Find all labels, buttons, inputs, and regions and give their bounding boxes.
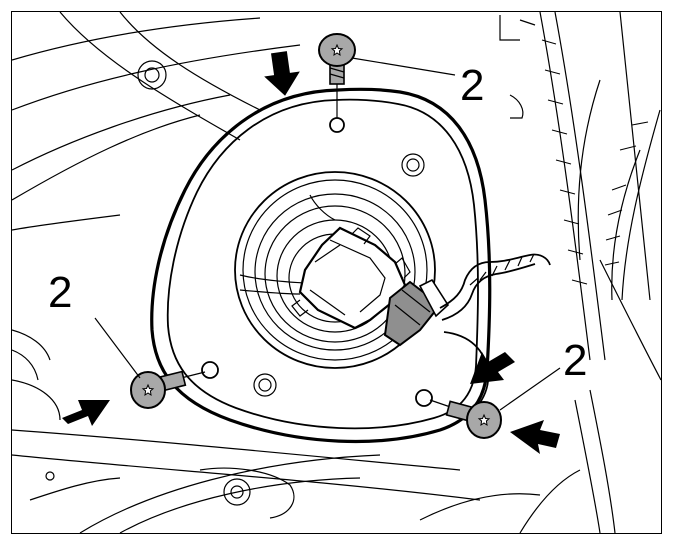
wire-harness	[439, 253, 551, 416]
callout-right: 2	[563, 336, 587, 385]
door-panel-background	[12, 12, 661, 533]
callout-left: 2	[48, 268, 72, 317]
screw-left	[130, 370, 206, 409]
speaker-connector	[291, 226, 450, 347]
callout-leaders	[94, 57, 561, 411]
arrow-icon	[62, 400, 110, 426]
screw-top	[318, 33, 356, 118]
speaker-mounting-plate	[150, 87, 492, 444]
callout-top: 2	[460, 61, 484, 110]
arrow-icon	[264, 51, 300, 96]
arrow-icon	[470, 352, 515, 384]
arrow-icon	[510, 420, 560, 454]
screw-right	[429, 399, 502, 439]
